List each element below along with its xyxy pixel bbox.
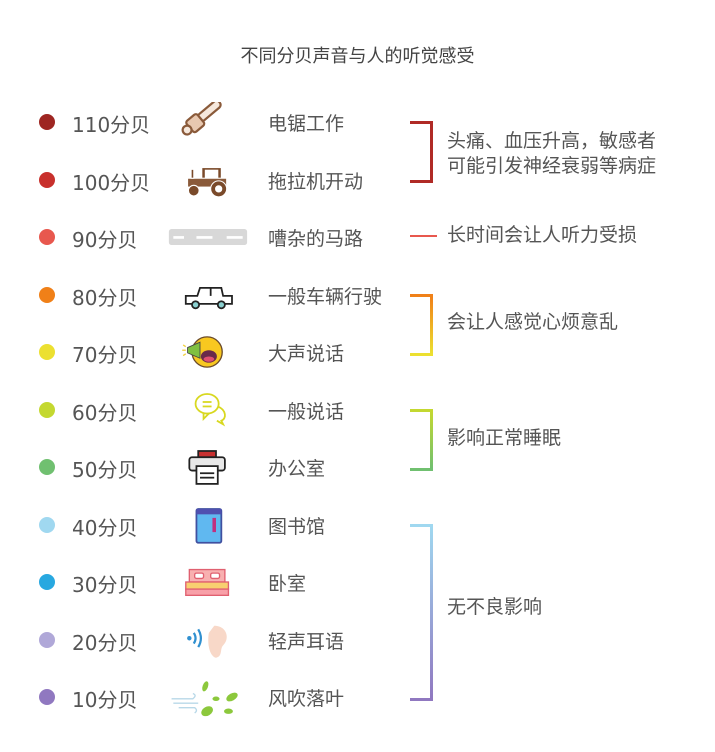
- bed-icon: [185, 568, 230, 596]
- decibel-label: 80分贝: [72, 285, 138, 310]
- level-row: 110分贝 电锯工作: [0, 102, 400, 142]
- level-row: 90分贝 嘈杂的马路: [0, 217, 400, 257]
- level-row: 80分贝 一般车辆行驶: [0, 275, 400, 315]
- chat-bubbles-icon: [194, 392, 226, 426]
- shouting-face-icon: [182, 336, 223, 368]
- decibel-label: 70分贝: [72, 343, 138, 367]
- sound-source-label: 一般车辆行驶: [268, 285, 383, 308]
- decibel-label: 60分贝: [72, 400, 138, 425]
- bracket-irritation: [410, 294, 433, 356]
- sound-source-label: 一般说话: [268, 400, 345, 423]
- level-color-dot: [39, 689, 55, 705]
- level-color-dot: [39, 114, 55, 130]
- level-color-dot: [39, 574, 55, 590]
- bracket-no-effect: [410, 524, 433, 701]
- level-color-dot: [39, 401, 55, 418]
- tractor-icon: [187, 166, 228, 197]
- sound-source-label: 办公室: [268, 458, 326, 480]
- level-row: 50分贝 办公室: [0, 447, 400, 487]
- bracket-severe: [410, 121, 433, 183]
- sound-source-label: 电锯工作: [268, 113, 345, 135]
- level-row: 10分贝 风吹落叶: [0, 677, 400, 717]
- level-color-dot: [39, 344, 55, 360]
- effect-none: 无不良影响: [447, 596, 543, 618]
- line-hearing-damage: [410, 235, 437, 237]
- decibel-label: 20分贝: [72, 630, 138, 655]
- decibel-label: 30分贝: [72, 573, 138, 597]
- effect-hearing: 长时间会让人听力受损: [447, 224, 638, 246]
- effect-line: 可能引发神经衰弱等病症: [447, 155, 657, 177]
- level-color-dot: [39, 229, 55, 245]
- sound-source-label: 轻声耳语: [268, 630, 345, 653]
- level-color-dot: [39, 516, 55, 533]
- level-color-dot: [39, 631, 55, 648]
- decibel-label: 100分贝: [72, 170, 151, 195]
- decibel-label: 50分贝: [72, 458, 138, 482]
- level-row: 70分贝 大声说话: [0, 332, 400, 372]
- level-row: 20分贝 轻声耳语: [0, 620, 400, 660]
- decibel-label: 40分贝: [72, 515, 138, 540]
- effect-line: 头痛、血压升高，敏感者: [447, 130, 657, 152]
- effect-severe: 头痛、血压升高，敏感者 可能引发神经衰弱等病症: [447, 129, 656, 179]
- ear-icon: [187, 625, 227, 658]
- bracket-sleep: [410, 409, 433, 471]
- sound-source-label: 风吹落叶: [268, 688, 345, 710]
- level-row: 40分贝 图书馆: [0, 505, 400, 545]
- sound-source-label: 卧室: [268, 573, 307, 595]
- sound-source-label: 大声说话: [268, 343, 345, 365]
- level-row: 100分贝 拖拉机开动: [0, 160, 400, 200]
- level-color-dot: [39, 286, 55, 303]
- level-row: 60分贝 一般说话: [0, 390, 400, 430]
- decibel-label: 10分贝: [72, 688, 138, 712]
- level-color-dot: [39, 459, 55, 475]
- sound-source-label: 图书馆: [268, 515, 326, 538]
- chart-title: 不同分贝声音与人的听觉感受: [240, 46, 475, 67]
- decibel-label: 90分贝: [72, 228, 138, 252]
- book-icon: [195, 507, 223, 544]
- road-icon: [168, 229, 248, 245]
- level-color-dot: [39, 171, 55, 188]
- wind-leaves-icon: [171, 681, 238, 717]
- printer-icon: [188, 450, 226, 485]
- sound-source-label: 嘈杂的马路: [268, 228, 364, 250]
- effect-irritation: 会让人感觉心烦意乱: [447, 311, 619, 333]
- car-icon: [184, 286, 233, 309]
- level-row: 30分贝 卧室: [0, 562, 400, 602]
- decibel-label: 110分贝: [72, 113, 151, 137]
- effect-sleep: 影响正常睡眠: [447, 427, 562, 449]
- sound-source-label: 拖拉机开动: [268, 170, 364, 193]
- chainsaw-icon: [181, 102, 222, 136]
